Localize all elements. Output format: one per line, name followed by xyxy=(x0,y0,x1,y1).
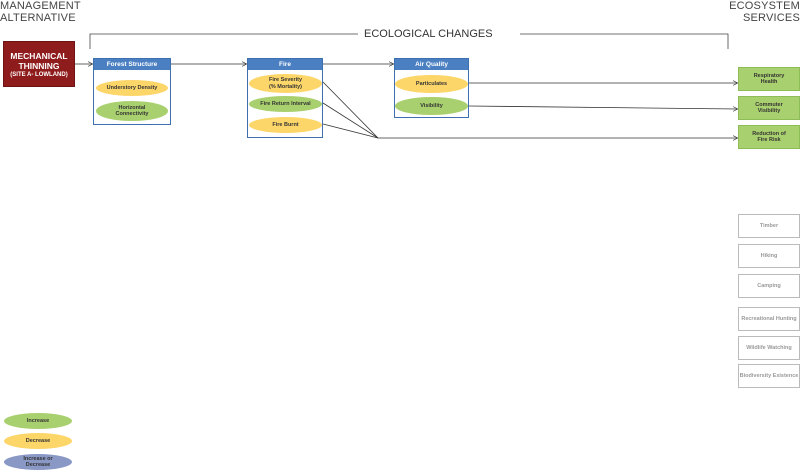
reduction-fire-risk-service: Reduction of Fire Risk xyxy=(738,125,800,149)
fire-burnt-node: Fire Burnt xyxy=(249,117,322,133)
line-severity-risk xyxy=(322,81,379,139)
ecological-changes-title: ECOLOGICAL CHANGES xyxy=(358,28,499,40)
management-header: MANAGEMENT ALTERNATIVE xyxy=(0,0,81,24)
commuter-visibility-service: Commuter Visibility xyxy=(738,96,800,120)
legend-decrease: Decrease xyxy=(4,433,72,449)
line-interval-risk xyxy=(322,102,379,139)
respiratory-health-service: Respiratory Health xyxy=(738,67,800,91)
particulates-node: Particulates xyxy=(395,75,468,93)
arrow-visibility-commuter xyxy=(468,105,737,109)
ecological-bracket xyxy=(89,33,729,49)
legend-increase-or-decrease: Increase or Decrease xyxy=(4,454,72,470)
visibility-node: Visibility xyxy=(395,97,468,115)
fire-return-interval-node: Fire Return Interval xyxy=(249,96,322,112)
timber-service: Timber xyxy=(738,214,800,238)
fire-box: Fire Fire Severity (% Mortality) Fire Re… xyxy=(247,58,323,138)
recreational-hunting-service: Recreational Hunting xyxy=(738,307,800,331)
biodiversity-existence-service: Biodiversity Existence xyxy=(738,364,800,388)
ecosystem-header: ECOSYSTEM SERVICES xyxy=(729,0,800,24)
line-burnt-risk xyxy=(322,123,379,139)
forest-structure-box: Forest Structure Understory Density Hori… xyxy=(93,58,171,125)
horizontal-connectivity-node: Horizontal Connectivity xyxy=(96,101,168,121)
forest-structure-title: Forest Structure xyxy=(94,59,170,70)
fire-severity-node: Fire Severity (% Mortality) xyxy=(249,74,322,93)
legend-increase: Increase xyxy=(4,413,72,429)
camping-service: Camping xyxy=(738,274,800,298)
management-alternative-box: MECHANICAL THINNING (SITE A- LOWLAND) xyxy=(3,41,75,87)
wildlife-watching-service: Wildlife Watching xyxy=(738,336,800,360)
hiking-service: Hiking xyxy=(738,244,800,268)
fire-title: Fire xyxy=(248,59,322,70)
air-quality-box: Air Quality Particulates Visibility xyxy=(394,58,469,118)
air-quality-title: Air Quality xyxy=(395,59,468,70)
understory-density-node: Understory Density xyxy=(96,80,168,96)
